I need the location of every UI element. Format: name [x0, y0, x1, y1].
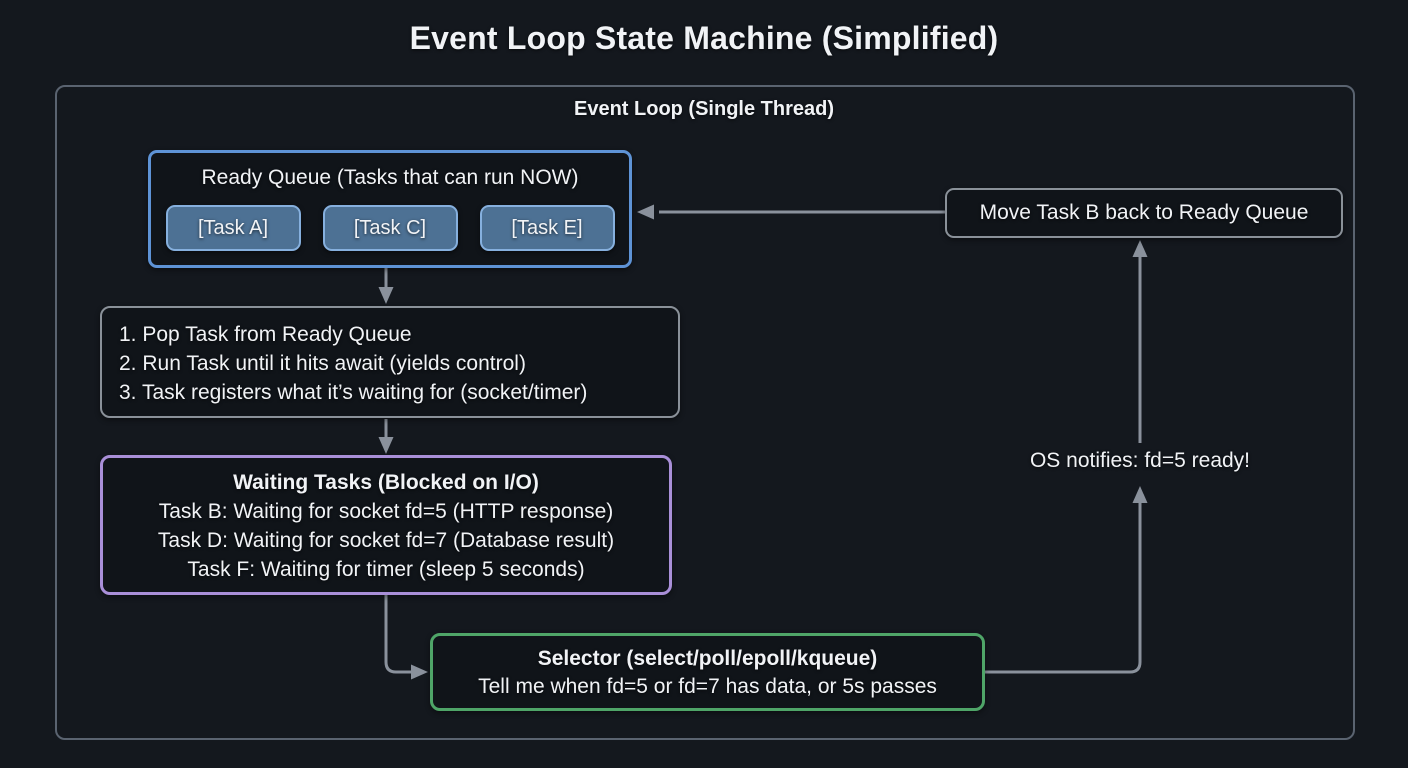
- run-step-line: 1. Pop Task from Ready Queue: [119, 323, 412, 346]
- selector-box: Selector (select/poll/epoll/kqueue) Tell…: [430, 633, 985, 711]
- event-loop-label: Event Loop (Single Thread): [573, 98, 834, 120]
- ready-queue-box: Ready Queue (Tasks that can run NOW) [Ta…: [148, 150, 632, 268]
- waiting-task-line: Task F: Waiting for timer (sleep 5 secon…: [187, 558, 585, 581]
- task-chip-c: [Task C]: [322, 205, 458, 251]
- task-chip-e: [Task E]: [479, 205, 615, 251]
- waiting-task-line: Task B: Waiting for socket fd=5 (HTTP re…: [158, 500, 614, 523]
- waiting-task-line: Task D: Waiting for socket fd=7 (Databas…: [157, 529, 615, 552]
- waiting-tasks-box: Waiting Tasks (Blocked on I/O) Task B: W…: [100, 455, 672, 595]
- task-chip-row: [Task A] [Task C] [Task E]: [151, 205, 629, 251]
- event-loop-container: [55, 85, 1355, 740]
- os-notify-label: OS notifies: fd=5 ready!: [1029, 449, 1251, 472]
- waiting-tasks-title: Waiting Tasks (Blocked on I/O): [233, 471, 539, 494]
- selector-subtitle: Tell me when fd=5 or fd=7 has data, or 5…: [478, 675, 937, 698]
- selector-title: Selector (select/poll/epoll/kqueue): [537, 647, 878, 670]
- task-chip-a: [Task A]: [165, 205, 301, 251]
- run-step-line: 2. Run Task until it hits await (yields …: [119, 352, 526, 375]
- page-title: Event Loop State Machine (Simplified): [409, 20, 999, 56]
- move-task-back-box: Move Task B back to Ready Queue: [945, 188, 1343, 238]
- run-step-line: 3. Task registers what it’s waiting for …: [119, 381, 588, 404]
- run-steps-box: 1. Pop Task from Ready Queue 2. Run Task…: [100, 306, 680, 418]
- ready-queue-title: Ready Queue (Tasks that can run NOW): [201, 166, 579, 189]
